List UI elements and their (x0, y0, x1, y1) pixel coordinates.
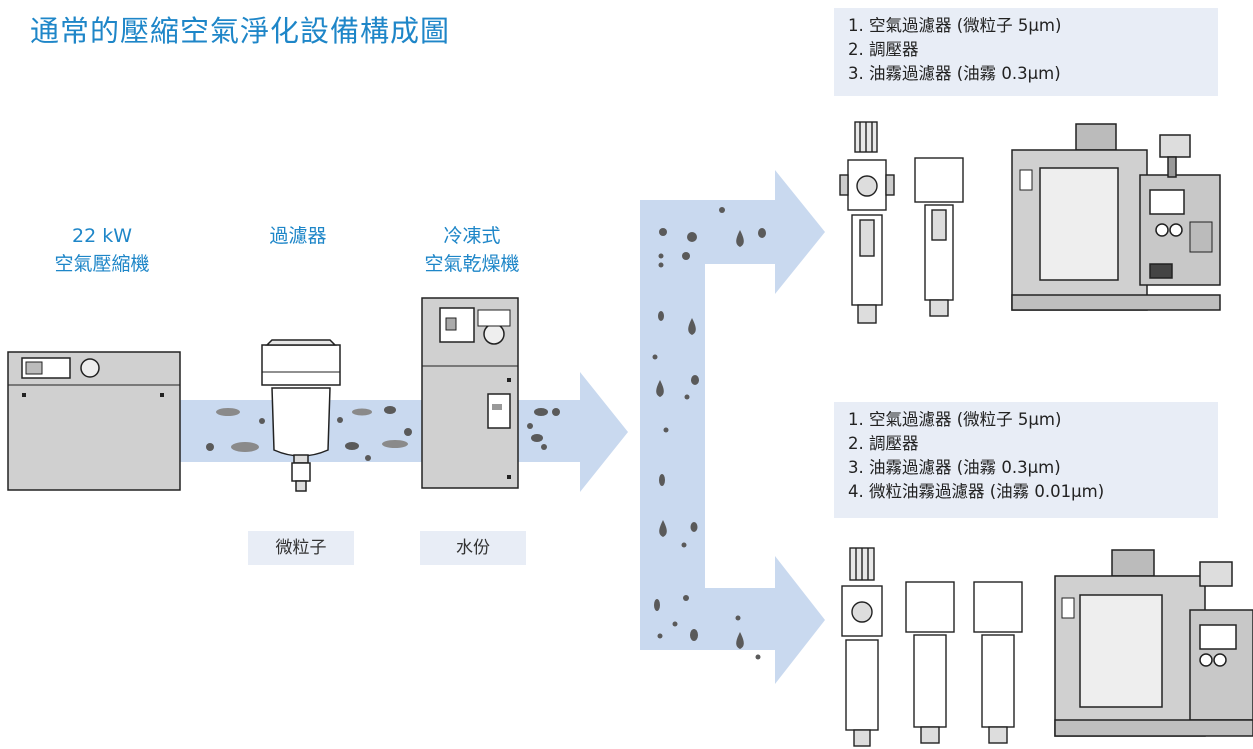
spec-panel-lower: 1. 空氣過濾器 (微粒子 5μm) 2. 調壓器 3. 油霧過濾器 (油霧 0… (834, 402, 1218, 518)
removed-water-tag: 水份 (420, 531, 526, 565)
page-title: 通常的壓縮空氣淨化設備構成圖 (30, 14, 451, 48)
removed-particles-tag: 微粒子 (248, 531, 354, 565)
dryer-type-label: 冷凍式 (443, 225, 501, 247)
cnc-machine-icon-lower (1054, 549, 1253, 737)
filter-unit-icon (261, 339, 341, 492)
cnc-machine-icon (1011, 123, 1221, 311)
spec-item: 1. 空氣過濾器 (微粒子 5μm) (848, 16, 1062, 35)
spec-item: 1. 空氣過濾器 (微粒子 5μm) (848, 410, 1062, 429)
filter-label: 過濾器 (238, 222, 358, 250)
spec-item: 3. 油霧過濾器 (油霧 0.3μm) (848, 458, 1061, 477)
particles-main (206, 406, 560, 461)
compressor-name-label: 空氣壓縮機 (54, 253, 150, 275)
frl-unit-icon (839, 121, 964, 324)
spec-item: 3. 油霧過濾器 (油霧 0.3μm) (848, 64, 1061, 83)
compressor-power-label: 22 kW (71, 225, 132, 247)
particles-manifold (652, 207, 766, 660)
dryer-icon (421, 297, 519, 489)
filter-name-label: 過濾器 (269, 225, 327, 247)
spec-panel-upper: 1. 空氣過濾器 (微粒子 5μm) 2. 調壓器 3. 油霧過濾器 (油霧 0… (834, 8, 1218, 96)
compressor-icon (7, 351, 181, 491)
dryer-label: 冷凍式 空氣乾燥機 (402, 222, 542, 278)
branch-flow-arrows (640, 170, 825, 684)
spec-item: 4. 微粒油霧過濾器 (油霧 0.01μm) (848, 482, 1105, 501)
spec-item: 2. 調壓器 (848, 434, 919, 453)
dryer-name-label: 空氣乾燥機 (424, 253, 520, 275)
spec-item: 2. 調壓器 (848, 40, 919, 59)
frl-unit-icon-lower (841, 547, 1023, 747)
compressor-label: 22 kW 空氣壓縮機 (22, 222, 182, 278)
